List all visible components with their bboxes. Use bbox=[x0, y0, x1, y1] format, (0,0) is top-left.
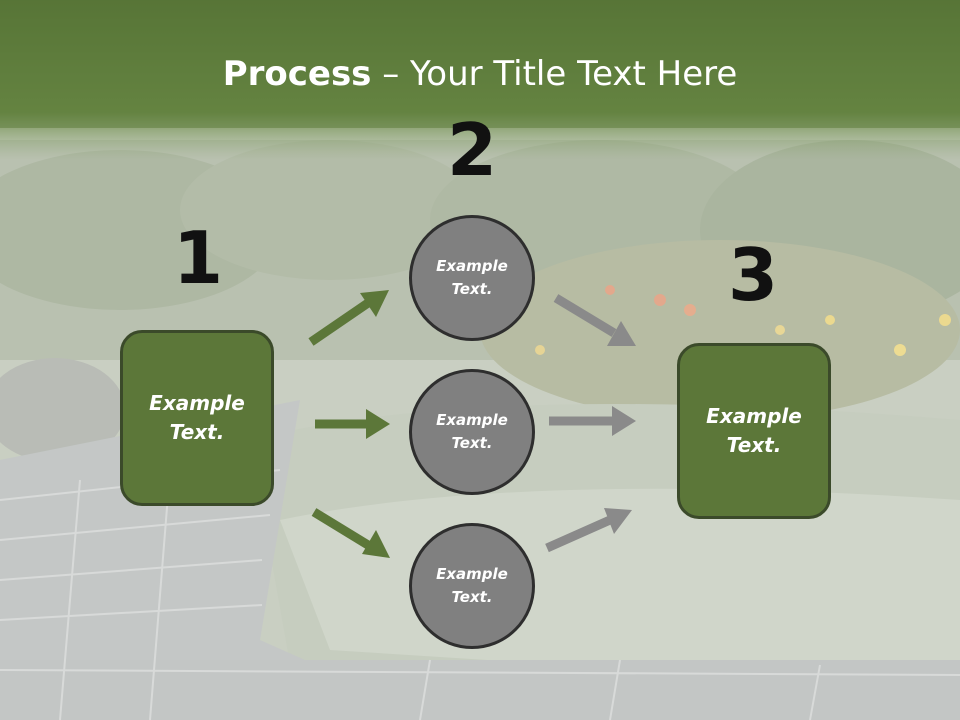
slide-title-bold: Process bbox=[222, 54, 372, 94]
step-3-box: Example Text. bbox=[677, 343, 831, 519]
step-number-1: 1 bbox=[172, 216, 224, 300]
circle-middle-text: Example Text. bbox=[436, 411, 508, 452]
arrow-from-circle-middle bbox=[549, 406, 636, 436]
circle-top-text: Example Text. bbox=[436, 257, 508, 298]
arrow-to-circle-top bbox=[308, 290, 389, 346]
arrow-from-circle-top bbox=[553, 294, 636, 346]
arrow-to-circle-bottom bbox=[311, 508, 390, 558]
arrow-to-circle-middle bbox=[315, 409, 390, 439]
circle-bottom-text: Example Text. bbox=[436, 565, 508, 606]
step-number-2: 2 bbox=[446, 108, 498, 192]
slide-title-rest: – Your Title Text Here bbox=[371, 54, 738, 94]
slide-title: Process – Your Title Text Here bbox=[0, 52, 960, 96]
step-number-3: 3 bbox=[727, 233, 779, 317]
step-3-text: Example Text. bbox=[706, 404, 802, 457]
step-1-text: Example Text. bbox=[149, 391, 245, 444]
process-circle-top: Example Text. bbox=[409, 215, 535, 341]
process-circle-bottom: Example Text. bbox=[409, 523, 535, 649]
arrow-from-circle-bottom bbox=[545, 508, 632, 553]
process-circle-middle: Example Text. bbox=[409, 369, 535, 495]
step-1-box: Example Text. bbox=[120, 330, 274, 506]
